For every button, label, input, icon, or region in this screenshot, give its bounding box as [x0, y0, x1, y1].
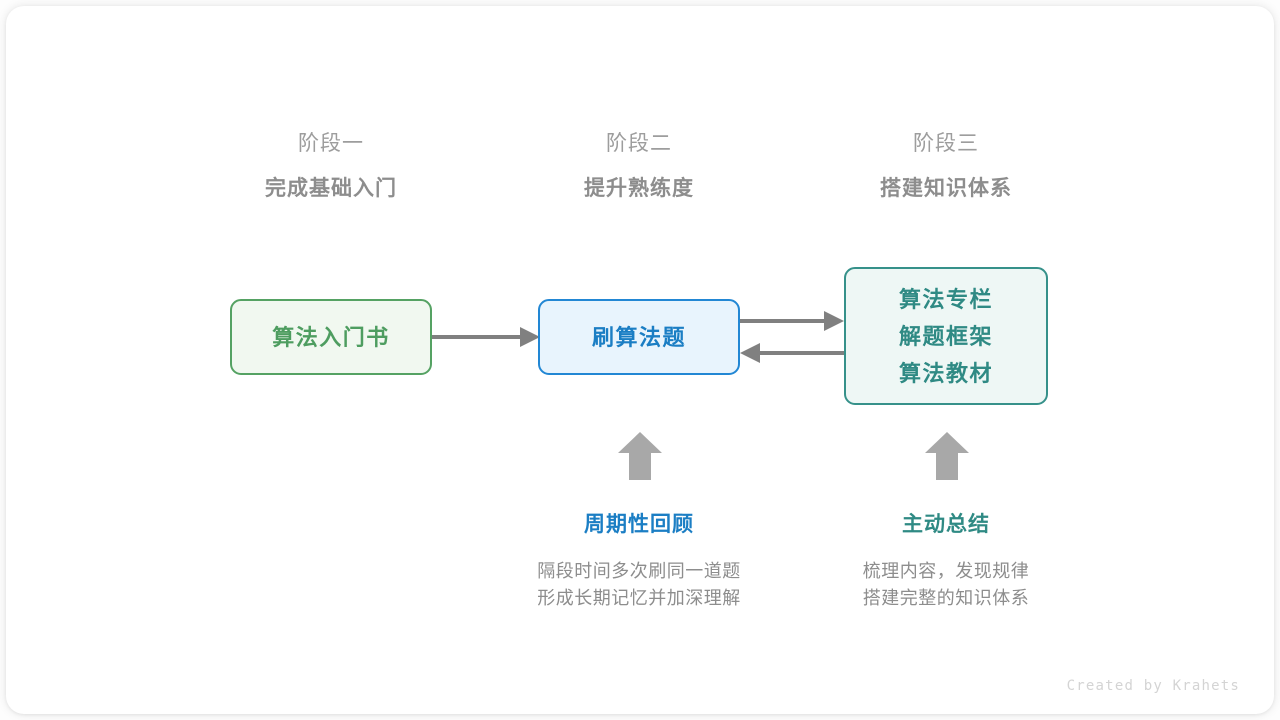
annotation-2-desc-line-2: 搭建完整的知识体系: [862, 588, 1030, 608]
arrow-resources-to-practice: [740, 343, 844, 363]
annotation-1-desc-line-2: 形成长期记忆并加深理解: [537, 588, 741, 608]
node-3-line-3: 算法教材: [898, 360, 993, 386]
node-practice-problems[interactable]: 刷算法题: [538, 299, 740, 375]
node-3-line-2: 解题框架: [898, 323, 993, 349]
arrow-book-to-practice: [432, 327, 540, 347]
arrow-review-up: [618, 432, 662, 480]
stage-2-index: 阶段二: [606, 132, 672, 155]
stage-1-index: 阶段一: [298, 132, 364, 155]
annotation-periodic-review: 周期性回顾 隔段时间多次刷同一道题 形成长期记忆并加深理解: [489, 511, 789, 612]
stage-3-index: 阶段三: [913, 132, 979, 155]
annotation-2-desc-line-1: 梳理内容，发现规律: [862, 561, 1030, 581]
stage-3-title: 搭建知识体系: [880, 177, 1012, 200]
annotation-2-title: 主动总结: [902, 513, 990, 536]
watermark-credit: Created by Krahets: [1066, 678, 1240, 694]
annotation-1-desc-line-1: 隔段时间多次刷同一道题: [537, 561, 741, 581]
node-3-line-1: 算法专栏: [898, 286, 993, 312]
arrow-summary-up: [925, 432, 969, 480]
arrow-practice-to-resources: [740, 311, 844, 331]
stage-header-3: 阶段三 搭建知识体系: [816, 130, 1076, 204]
node-2-line-1: 刷算法题: [591, 324, 686, 350]
stage-2-title: 提升熟练度: [584, 177, 694, 200]
node-1-line-1: 算法入门书: [272, 324, 390, 350]
node-knowledge-resources[interactable]: 算法专栏 解题框架 算法教材: [844, 267, 1048, 405]
annotation-1-title: 周期性回顾: [584, 513, 694, 536]
node-algorithm-primer-book[interactable]: 算法入门书: [230, 299, 432, 375]
stage-1-title: 完成基础入门: [265, 177, 397, 200]
stage-header-2: 阶段二 提升熟练度: [509, 130, 769, 204]
stage-header-1: 阶段一 完成基础入门: [201, 130, 461, 204]
annotation-active-summary: 主动总结 梳理内容，发现规律 搭建完整的知识体系: [796, 511, 1096, 612]
